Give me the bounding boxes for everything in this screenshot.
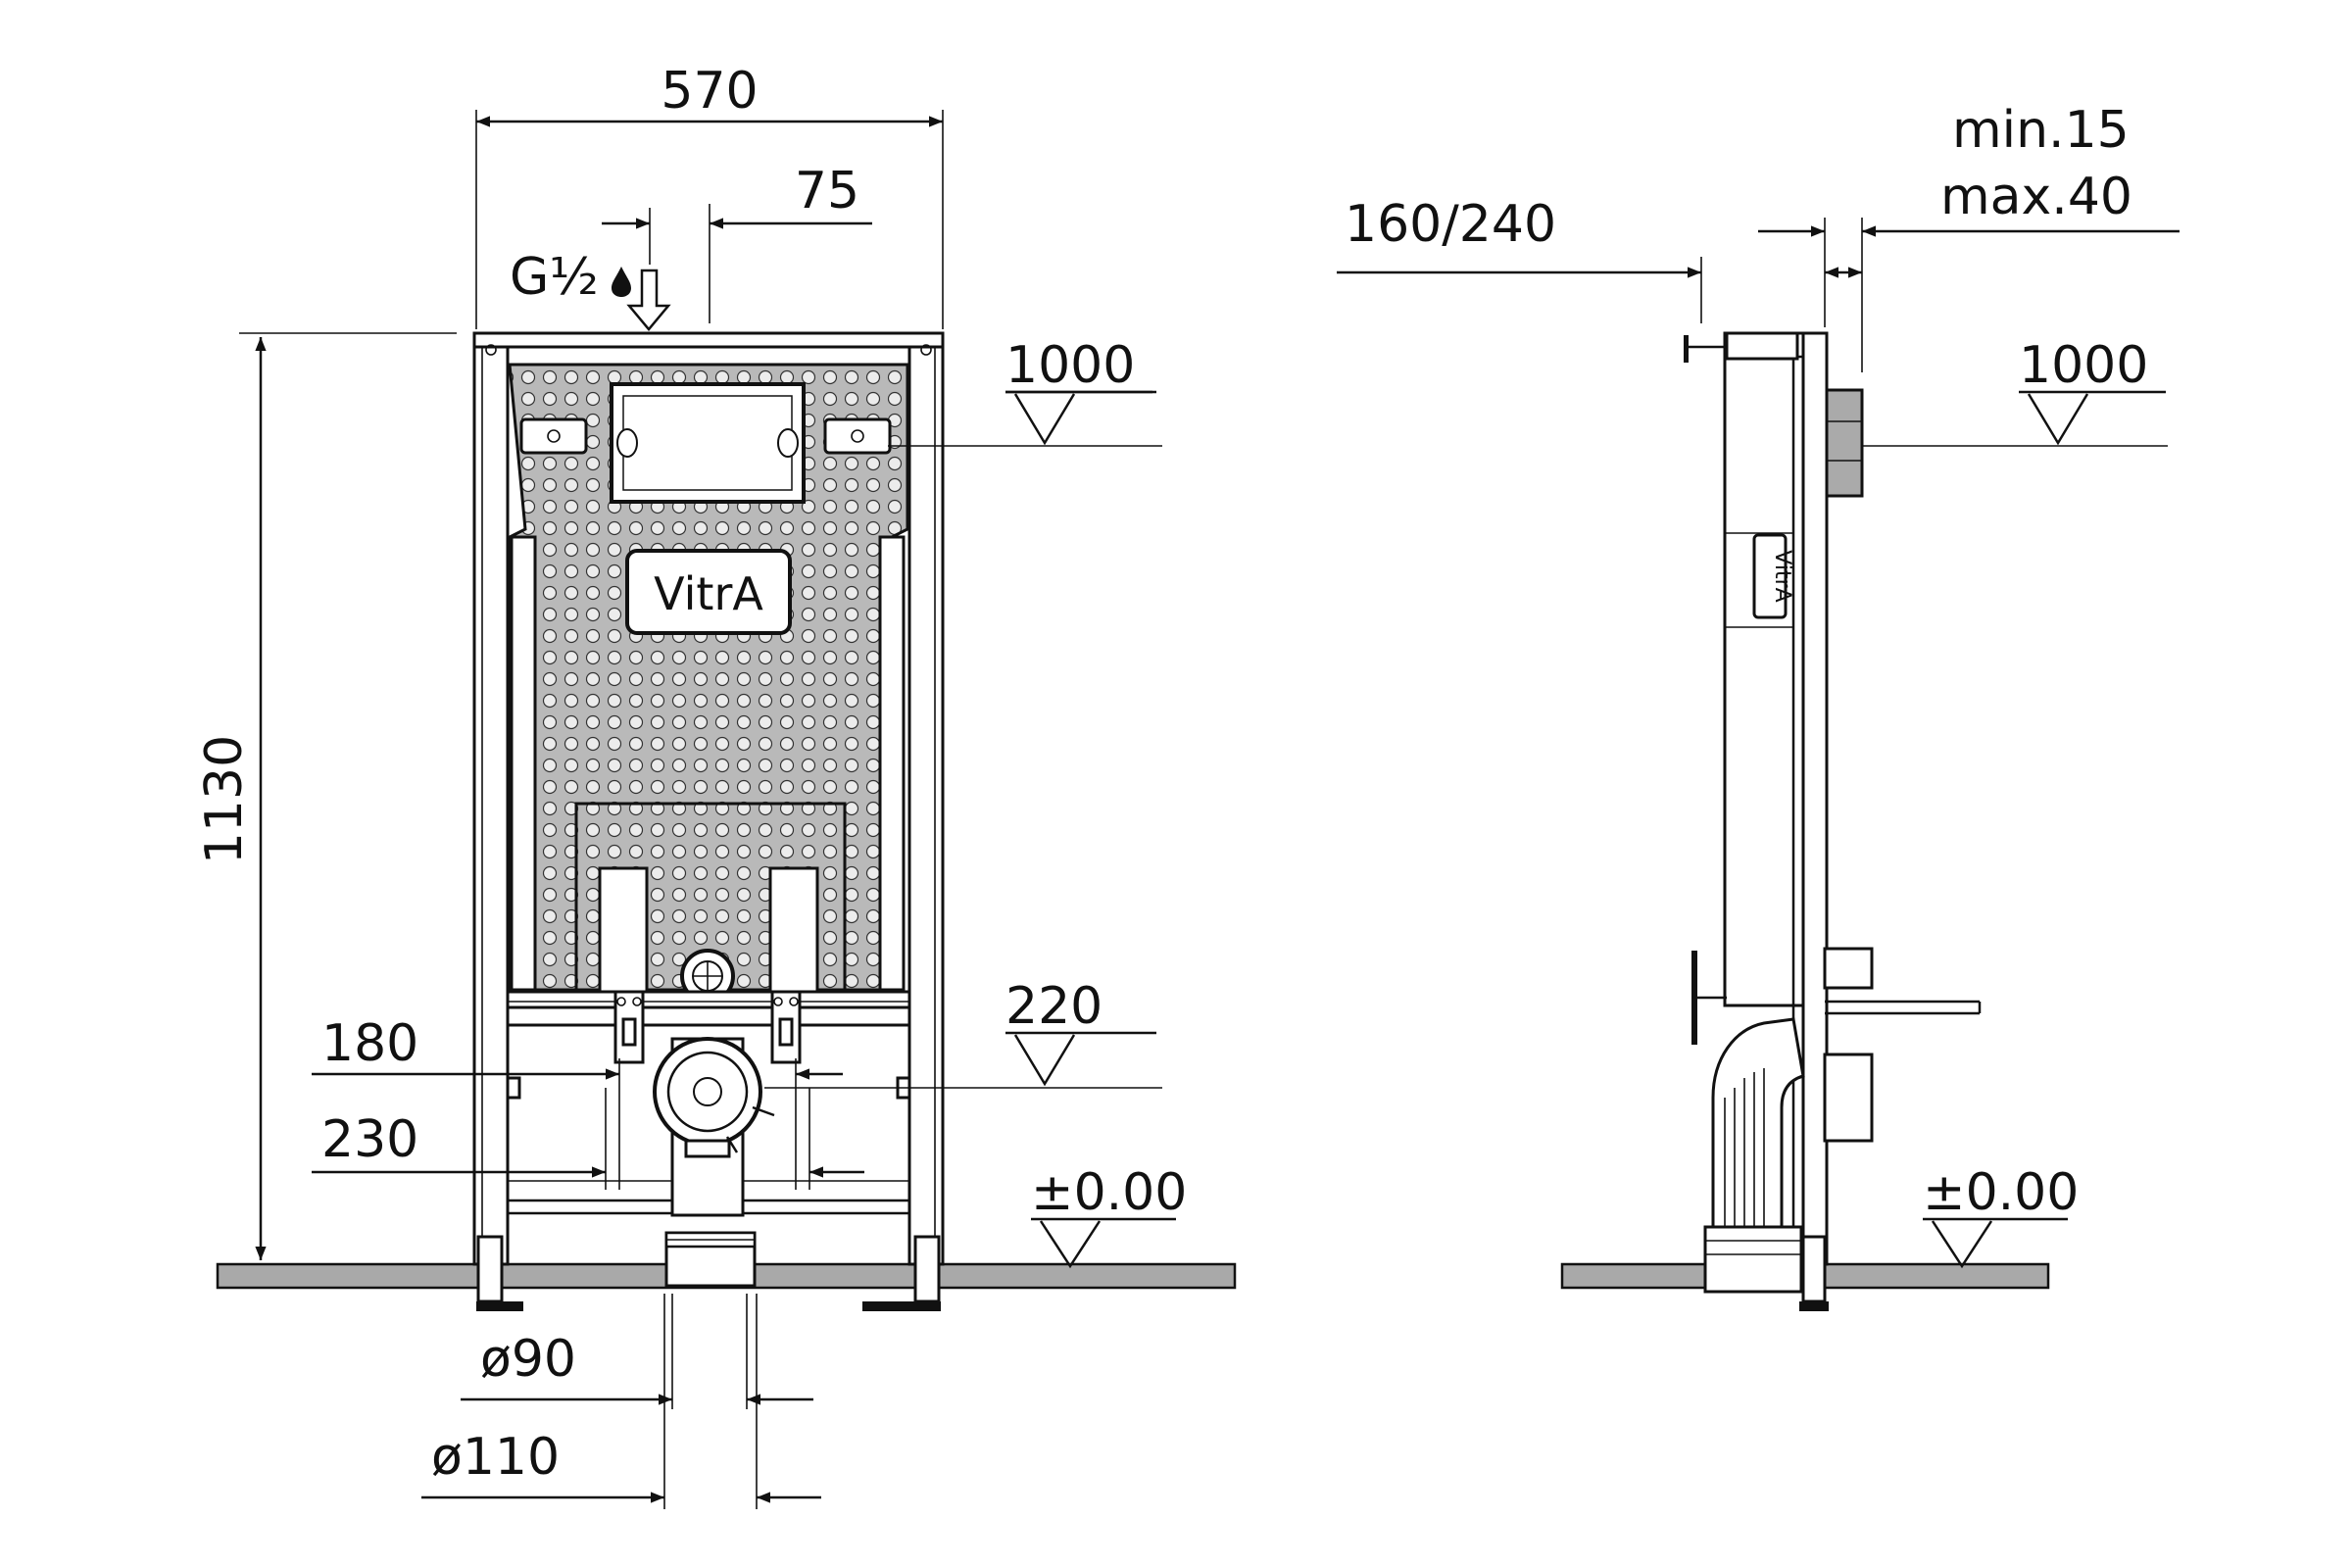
water-inlet-arrow (626, 269, 671, 331)
dim-bolt-spacing-180: 180 (321, 1014, 418, 1073)
front-left-upright (472, 331, 510, 1266)
right-slot (823, 417, 892, 455)
dim-depth-160-240: 160/240 (1345, 195, 1556, 254)
side-dimensions: 160/240 min.15 max.40 1000 ±0.00 (1337, 101, 2180, 1269)
side-flush-plate (1825, 388, 1864, 498)
vitra-logo (625, 549, 792, 635)
side-drain-bend (1711, 1017, 1805, 1229)
front-left-foot (476, 1235, 504, 1303)
dim-pipe-90: ø90 (480, 1330, 576, 1389)
dim-inlet-offset-75: 75 (795, 162, 859, 220)
dim-width-570: 570 (661, 62, 758, 121)
dim-pipe-110: ø110 (431, 1428, 560, 1487)
mounting-crossbar (506, 990, 911, 1009)
dim-side-floor-level: ±0.00 (1923, 1163, 2079, 1222)
side-vitra-logo-text: VitrA (1770, 550, 1794, 602)
left-slot (519, 417, 588, 455)
dim-wall-min: min.15 (1952, 101, 2130, 160)
dim-outer-spacing-230: 230 (321, 1110, 418, 1169)
side-vitra-logo (1752, 533, 1788, 619)
front-view: VitrA (216, 267, 1237, 1311)
dim-inlet-thread: G½ (510, 248, 599, 307)
water-drop-icon (612, 267, 631, 297)
dim-wall-max: max.40 (1940, 168, 2132, 226)
vitra-logo-text: VitrA (654, 567, 763, 620)
dim-flush-height-1000: 1000 (1005, 336, 1135, 395)
dim-height-1130: 1130 (195, 735, 254, 864)
side-view: VitrA (1560, 331, 2050, 1311)
front-right-upright (907, 331, 945, 1266)
dim-floor-level: ±0.00 (1031, 1163, 1187, 1222)
front-right-foot (913, 1235, 941, 1303)
side-floor-pipe (1703, 1225, 1803, 1294)
dim-side-flush-height-1000: 1000 (2019, 336, 2148, 395)
dim-drain-height-220: 220 (1005, 977, 1102, 1036)
flush-plate-opening (610, 382, 806, 504)
front-dimensions: 570 75 G½ 1130 1000 220 ±0.00 180 (195, 62, 1187, 1509)
